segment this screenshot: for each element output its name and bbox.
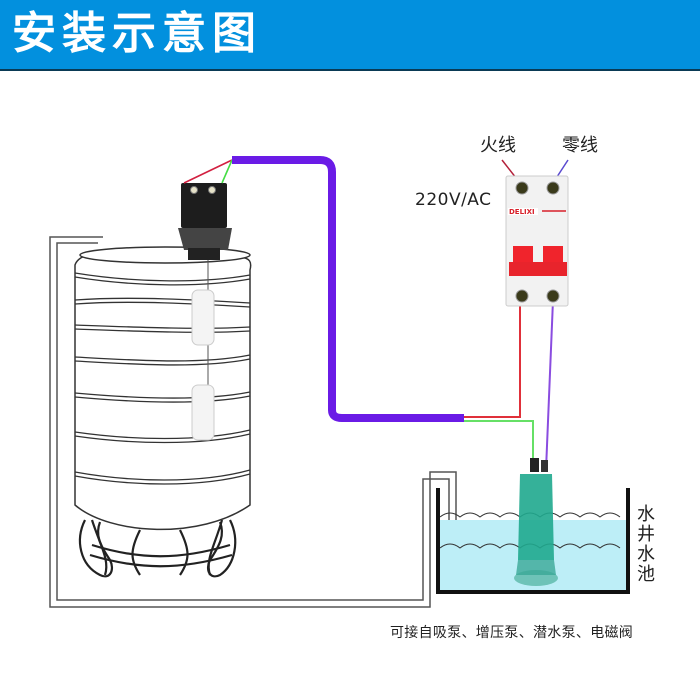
compatible-devices-caption: 可接自吸泵、增压泵、潜水泵、电磁阀 — [390, 625, 634, 641]
water-tank — [74, 246, 252, 578]
breaker-brand: DELIXI — [509, 208, 535, 216]
main-cable — [232, 156, 464, 422]
neutral-wire-label: 零线 — [562, 135, 598, 156]
tank-stand — [78, 519, 237, 578]
page-title: 安装示意图 — [12, 8, 262, 59]
terminal-live-out — [515, 289, 529, 303]
pump-wires — [464, 299, 554, 471]
float-level-switch — [178, 159, 233, 441]
circuit-breaker: DELIXI — [505, 175, 569, 307]
submersible-pump — [514, 458, 558, 586]
terminal-neutral-out — [546, 289, 560, 303]
live-wire-label: 火线 — [480, 135, 516, 156]
water-pool-label: 水井水池 — [637, 504, 655, 585]
voltage-label: 220V/AC — [415, 190, 492, 210]
terminal-neutral-in — [546, 181, 560, 195]
header-bar: 安装示意图 — [0, 0, 700, 71]
terminal-live-in — [515, 181, 529, 195]
